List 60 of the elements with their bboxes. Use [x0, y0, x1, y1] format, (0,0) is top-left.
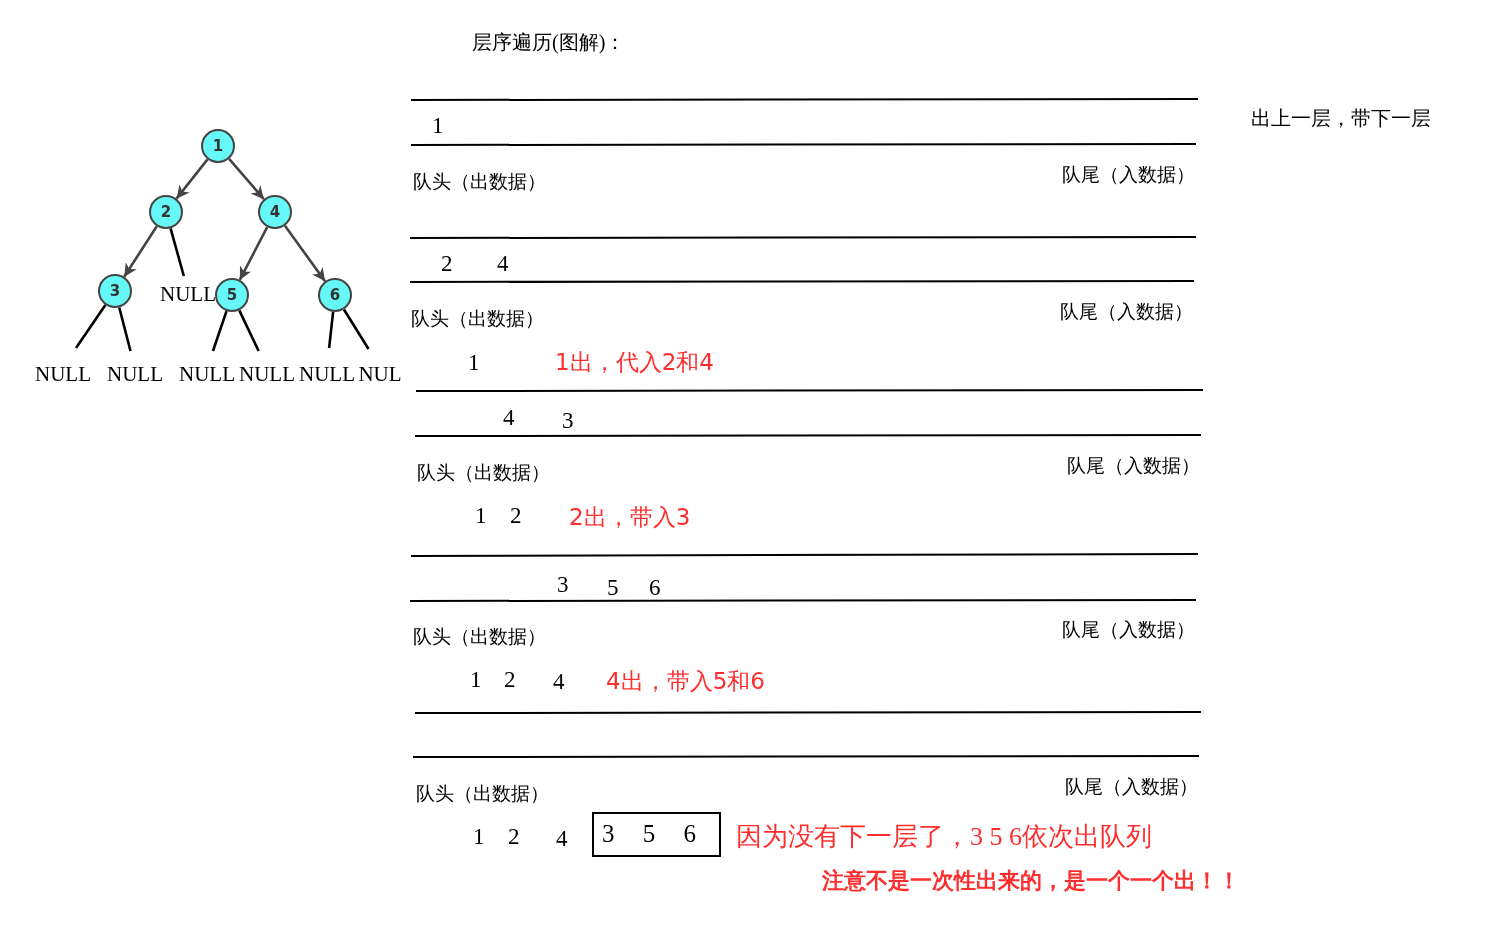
queue-end-label: 队尾（入数据） [1067, 454, 1200, 478]
null-label: NULL [180, 351, 234, 386]
step-note: 1出，代入2和4 [555, 347, 714, 377]
branch-line [342, 308, 370, 350]
queue-value: 2 [441, 249, 453, 278]
queue-value: 1 [432, 111, 444, 140]
branch-line [327, 311, 335, 349]
queue-value: 1 [475, 501, 487, 530]
null-label: NULL [300, 348, 354, 386]
arrow [283, 225, 327, 282]
queue-end-label: 队尾（入数据） [1060, 300, 1193, 324]
tree-node: 5 [215, 278, 249, 312]
arrow [175, 158, 209, 200]
queue-end-label: 队尾（入数据） [1062, 618, 1195, 642]
null-label: NULL [108, 351, 162, 386]
warning-note: 注意不是一次性出来的，是一个一个出！！ [822, 867, 1240, 895]
queue-end-label: 队头（出数据） [411, 307, 544, 331]
null-label: NUL [360, 349, 400, 386]
step-note: 4出，带入5和6 [606, 666, 765, 696]
queue-value: 1 [473, 822, 485, 851]
arrow [123, 225, 158, 278]
queue-value: 5 [607, 573, 619, 602]
queue-end-label: 队头（出数据） [413, 170, 546, 194]
branch-line [74, 304, 107, 349]
queue-end-label: 队头（出数据） [417, 461, 550, 485]
null-label: NULL [162, 276, 214, 306]
queue-value: 3 [562, 406, 574, 435]
arrow [228, 158, 265, 200]
branch-line [118, 307, 132, 352]
queue-value: 1 [470, 665, 482, 694]
tree-node: 2 [149, 195, 183, 229]
tree-node: 3 [98, 274, 132, 308]
branch-line [238, 309, 260, 352]
queue-value: 4 [553, 667, 565, 696]
step-note: 因为没有下一层了，3 5 6依次出队列 [736, 820, 1152, 853]
queue-value: 4 [556, 824, 568, 853]
queue-end-label: 队头（出数据） [416, 782, 549, 806]
queue-end-label: 队尾（入数据） [1065, 775, 1198, 799]
tree-node: 4 [258, 195, 292, 229]
queue-value: 2 [508, 822, 520, 851]
queue-value: 4 [503, 403, 515, 432]
queue-value: 3 [557, 570, 569, 599]
null-label: NULL [36, 348, 90, 386]
queue-value: 1 [468, 348, 480, 377]
title: 层序遍历(图解)： [472, 30, 626, 55]
queue-value: 4 [497, 249, 509, 278]
queue-end-label: 队头（出数据） [413, 625, 546, 649]
step-note: 2出，带入3 [569, 502, 691, 532]
note-text: 出上一层，带下一层 [1251, 105, 1431, 131]
null-label: NULL [240, 351, 294, 386]
branch-line [211, 310, 228, 352]
arrow [238, 226, 269, 281]
highlight-box: 3 5 6 [592, 812, 721, 857]
queue-value: 2 [504, 665, 516, 694]
queue-value: 2 [510, 501, 522, 530]
tree-node: 1 [201, 129, 235, 163]
queue-end-label: 队尾（入数据） [1062, 163, 1195, 187]
branch-line [169, 228, 186, 277]
tree-node: 6 [318, 278, 352, 312]
queue-value: 6 [649, 573, 661, 602]
